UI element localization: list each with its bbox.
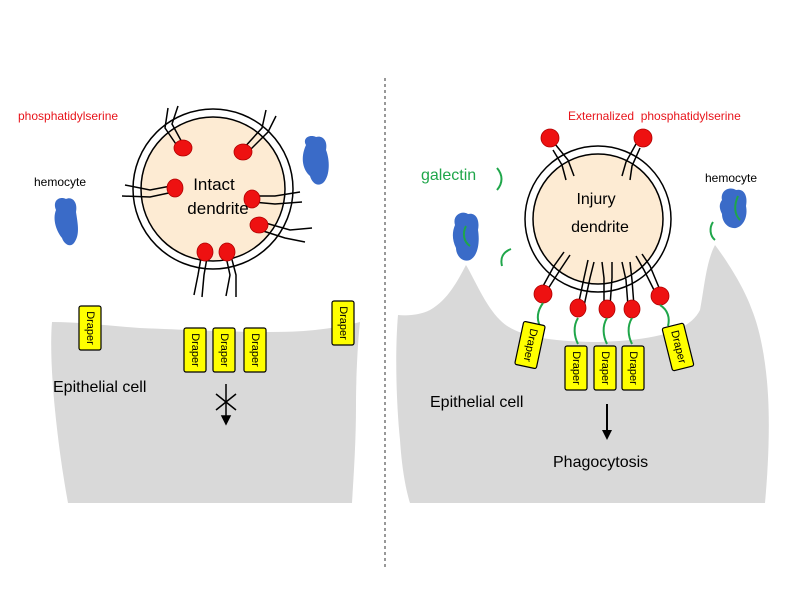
left-ps-heads	[166, 139, 269, 262]
right-lipid-tails-bottom	[541, 251, 661, 307]
galectin-icon	[734, 195, 741, 221]
left-hemocyte-icon-2	[302, 135, 329, 185]
left-draper-group: Draper Draper Draper Draper Draper	[78, 300, 355, 373]
right-dendrite-label-2: dendrite	[571, 219, 629, 236]
svg-text:Draper: Draper	[570, 351, 582, 385]
ps-dot	[569, 298, 587, 318]
left-dendrite	[121, 105, 313, 298]
svg-text:Draper: Draper	[218, 333, 230, 367]
ps-dot	[540, 128, 560, 148]
draper-receptor: Draper	[243, 327, 267, 373]
right-lipid-tails-top	[552, 143, 641, 181]
phagocytosis-arrow-icon	[602, 404, 612, 440]
left-ps-label: phosphatidylserine	[18, 109, 118, 123]
ps-dot	[196, 242, 214, 262]
right-ps-label: Externalized phosphatidylserine	[568, 109, 741, 123]
draper-receptor: Draper	[564, 345, 588, 391]
right-hemocyte-icon	[452, 212, 479, 261]
left-dendrite-label-1: Intact	[193, 175, 235, 194]
left-hemocyte-icon	[54, 198, 78, 246]
left-epithelial-cell	[51, 322, 360, 503]
draper-receptor: Draper	[183, 327, 207, 373]
left-panel: Draper Draper Draper Draper Draper phosp…	[18, 105, 360, 503]
svg-text:Draper: Draper	[599, 351, 611, 385]
draper-receptor: Draper	[78, 305, 102, 351]
right-hemocyte-icon-2	[719, 188, 747, 229]
right-draper-group: Draper Draper Draper Draper Draper	[514, 320, 695, 391]
ps-dot	[598, 299, 616, 319]
svg-text:Draper: Draper	[189, 333, 201, 367]
ps-dot	[173, 139, 193, 157]
ps-dot	[233, 143, 253, 161]
svg-text:Draper: Draper	[249, 333, 261, 367]
svg-text:Draper: Draper	[84, 311, 96, 345]
galectin-icon	[500, 248, 512, 267]
draper-receptor: Draper	[593, 345, 617, 391]
left-dendrite-label-2: dendrite	[187, 199, 248, 218]
right-panel: Draper Draper Draper Draper Draper Exter…	[396, 109, 769, 503]
svg-text:Draper: Draper	[627, 351, 639, 385]
galectin-icon	[496, 167, 503, 191]
draper-receptor: Draper	[331, 300, 355, 346]
right-cell-label: Epithelial cell	[430, 394, 523, 411]
ps-dot	[249, 216, 269, 234]
ps-dot	[218, 242, 236, 262]
ps-dot	[166, 178, 184, 198]
svg-text:Draper: Draper	[337, 306, 349, 340]
ps-dot	[243, 189, 261, 209]
ps-dot	[623, 299, 641, 319]
right-dendrite	[524, 128, 672, 345]
right-dendrite-label-1: Injury	[576, 191, 615, 208]
phagocytosis-label: Phagocytosis	[553, 454, 648, 471]
galectin-molecules	[462, 167, 741, 267]
right-hemocyte-label: hemocyte	[705, 171, 757, 185]
galectin-icon	[462, 225, 471, 247]
left-cell-label: Epithelial cell	[53, 379, 146, 396]
galectin-icon	[709, 221, 716, 241]
draper-receptor: Draper	[621, 345, 645, 391]
draper-receptor: Draper	[212, 327, 236, 373]
left-hemocyte-label: hemocyte	[34, 175, 86, 189]
draper-receptor: Draper	[514, 320, 546, 370]
ps-dot	[633, 128, 653, 148]
ps-dot	[650, 286, 670, 306]
galectin-label: galectin	[421, 167, 476, 184]
right-ps-heads	[533, 128, 670, 319]
ps-dot	[533, 284, 553, 304]
draper-receptor: Draper	[661, 322, 695, 372]
blocked-arrow-icon	[215, 384, 237, 426]
right-dendrite-body	[532, 153, 664, 285]
